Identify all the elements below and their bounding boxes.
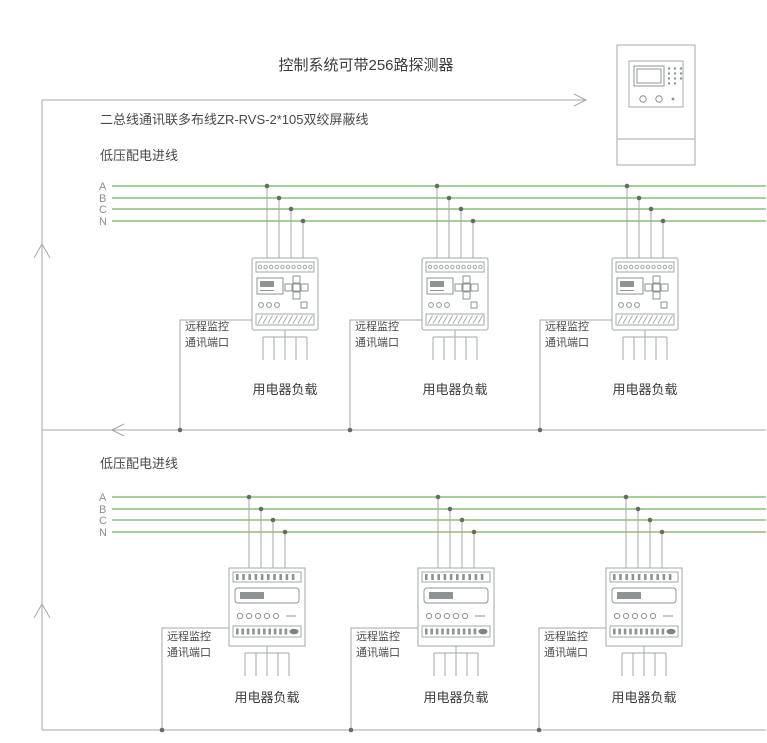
- power-monitor-module-icon: [251, 257, 319, 361]
- phase-taps: [246, 494, 288, 568]
- comm-port-line: [349, 319, 422, 430]
- feed-label: 低压配电进线: [100, 148, 178, 163]
- load-label: 用电器负载: [612, 382, 677, 397]
- din-rail-meter-icon: [228, 567, 306, 677]
- up-arrow-icon: [33, 602, 51, 619]
- device-unit: 远程监控 通讯端口 用电器负载: [177, 183, 319, 433]
- header: 控制系统可带256路探测器 二总线通讯联多布线ZR-RVS-2*105双绞屏蔽线: [42, 57, 588, 127]
- phase-label: A: [99, 492, 107, 504]
- device-unit: 远程监控 通讯端口 用电器负载: [348, 494, 495, 733]
- phase-taps: [435, 494, 477, 568]
- fire-control-panel-icon: [616, 44, 696, 166]
- section-bottom: 低压配电进线 A B C N 远程监控 通讯端口 用电器负载: [99, 456, 766, 733]
- device-unit: 远程监控 通讯端口 用电器负载: [536, 494, 683, 733]
- port-label: 远程监控: [185, 319, 229, 333]
- port-label: 通讯端口: [167, 646, 211, 659]
- right-arrow-icon: [573, 93, 588, 107]
- left-arrow-icon: [110, 423, 125, 437]
- phase-label: B: [99, 193, 106, 205]
- junction-dot: [536, 727, 542, 733]
- phase-label: B: [99, 504, 106, 516]
- comm-port-line: [350, 627, 418, 730]
- up-arrow-icon: [33, 242, 51, 259]
- power-monitor-module-icon: [611, 257, 679, 361]
- port-label: 远程监控: [355, 319, 399, 333]
- port-label: 通讯端口: [355, 336, 399, 349]
- port-label: 远程监控: [544, 629, 588, 643]
- bus-cable-label: 二总线通讯联多布线ZR-RVS-2*105双绞屏蔽线: [100, 112, 368, 127]
- device-unit: 远程监控 通讯端口 用电器负载: [347, 183, 489, 433]
- din-rail-meter-icon: [605, 567, 683, 677]
- phase-taps: [624, 183, 666, 258]
- load-label: 用电器负载: [423, 690, 488, 705]
- device-unit: 远程监控 通讯端口 用电器负载: [159, 494, 306, 733]
- load-label: 用电器负载: [252, 382, 317, 397]
- keypad-dots: [667, 67, 683, 85]
- phase-lines: A B C N: [99, 492, 766, 539]
- phase-label: C: [99, 515, 107, 527]
- diagram-title: 控制系统可带256路探测器: [278, 57, 453, 74]
- comm-port-line: [538, 627, 606, 730]
- feed-label: 低压配电进线: [100, 456, 178, 471]
- port-label: 远程监控: [167, 629, 211, 643]
- port-label: 通讯端口: [545, 336, 589, 349]
- phase-taps: [264, 183, 306, 258]
- phase-label: N: [99, 527, 107, 539]
- device-unit: 远程监控 通讯端口 用电器负载: [537, 183, 679, 433]
- load-label: 用电器负载: [234, 690, 299, 705]
- junction-dot: [348, 727, 354, 733]
- phase-label: N: [99, 216, 107, 228]
- section-top: 低压配电进线 A B C N 远程监控 通讯端口 用电器负载: [99, 148, 766, 433]
- load-label: 用电器负载: [422, 382, 487, 397]
- junction-dot: [537, 427, 543, 433]
- phase-label: A: [99, 181, 107, 193]
- load-label: 用电器负载: [611, 690, 676, 705]
- comm-port-line: [179, 319, 252, 430]
- port-label: 远程监控: [545, 319, 589, 333]
- power-monitor-module-icon: [421, 257, 489, 361]
- phase-taps: [434, 183, 476, 258]
- phase-taps: [623, 494, 665, 568]
- port-label: 通讯端口: [544, 646, 588, 659]
- comm-port-line: [161, 627, 229, 730]
- junction-dot: [159, 727, 165, 733]
- port-label: 远程监控: [356, 629, 400, 643]
- port-label: 通讯端口: [356, 646, 400, 659]
- port-label: 通讯端口: [185, 336, 229, 349]
- phase-lines: A B C N: [99, 181, 766, 228]
- junction-dot: [347, 427, 353, 433]
- din-rail-meter-icon: [417, 567, 495, 677]
- junction-dot: [177, 427, 183, 433]
- comm-port-line: [539, 319, 612, 430]
- phase-label: C: [99, 204, 107, 216]
